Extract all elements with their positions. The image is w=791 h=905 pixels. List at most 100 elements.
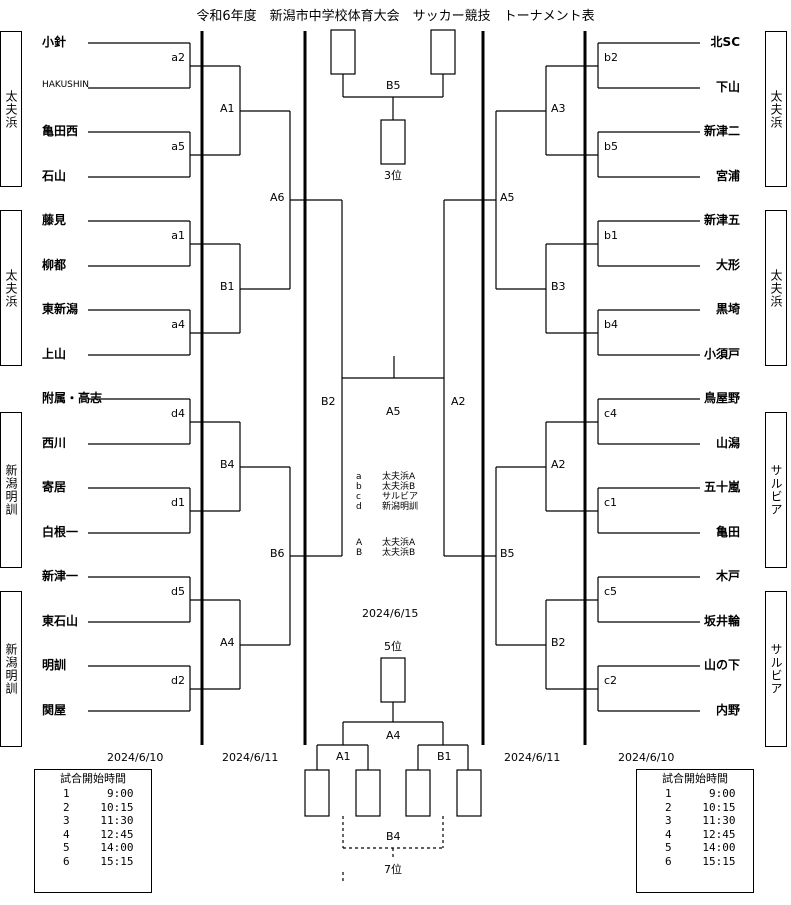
match-label-right: A3 [551, 102, 566, 115]
schedule-box-right: 試合開始時間 1 9:00 2 10:15 3 11:30 4 12:45 5 … [636, 769, 754, 893]
team-name-right: 木戸 [715, 569, 740, 583]
team-name-right: 新津五 [703, 213, 740, 227]
page-title: 令和6年度 新潟市中学校体育大会 サッカー競技 トーナメント表 [196, 9, 595, 24]
team-name-right: 小須戸 [703, 347, 740, 361]
schedule-row: 1 9:00 [63, 787, 134, 800]
date-finals: 2024/6/15 [362, 607, 419, 620]
fifth-qualifier-box [355, 769, 381, 817]
venue-right-4: サルビア [769, 643, 783, 695]
third-place-label: 3位 [384, 169, 402, 182]
team-name-right: 五十嵐 [703, 480, 740, 494]
venue-left-2-box: 太夫浜 [0, 210, 22, 366]
venue-right-1-box: 太夫浜 [765, 31, 787, 187]
match-label-right: c4 [604, 407, 618, 420]
schedule-row: 2 10:15 [63, 800, 134, 814]
match-label-left: d4 [171, 407, 185, 420]
team-name-left: 明訓 [42, 658, 67, 672]
third-place-box-left [330, 29, 356, 75]
team-name-left: 東新潟 [42, 302, 79, 316]
team-name-left: 上山 [42, 347, 67, 361]
match-label-left: A1 [220, 102, 235, 115]
team-name-left: 白根一 [42, 525, 79, 539]
team-name-right: 坂井輪 [703, 614, 740, 628]
team-name-right: 新津二 [703, 124, 740, 138]
schedule-row: 4 12:45 [665, 827, 736, 841]
match-label-right: B5 [500, 547, 515, 560]
seventh-place-label: 7位 [384, 863, 402, 876]
venue-right-3-box: サルビア [765, 412, 787, 568]
fifth-qualifier-box [304, 769, 330, 817]
schedule-row: 3 11:30 [665, 814, 736, 828]
team-name-left: 藤見 [42, 213, 67, 227]
team-name-left: 石山 [42, 169, 67, 183]
schedule-title: 試合開始時間 [662, 772, 728, 785]
date-left-round2: 2024/6/11 [222, 751, 279, 764]
team-name-left: 関屋 [42, 703, 67, 717]
team-name-right: 山の下 [703, 658, 740, 672]
venue-right-3: サルビア [769, 464, 783, 516]
schedule-row: 6 15:15 [665, 854, 736, 868]
match-label-left: a4 [171, 318, 185, 331]
schedule-row: 3 11:30 [63, 814, 134, 828]
schedule-row: 1 9:00 [665, 787, 736, 800]
date-left-round1: 2024/6/10 [107, 751, 164, 764]
team-name-left: 西川 [42, 436, 67, 450]
match-label-left: d1 [171, 496, 185, 509]
team-name-right: 山潟 [715, 436, 740, 450]
left-final-label: B2 [321, 395, 336, 408]
right-final-label: A2 [451, 395, 466, 408]
venue-right-4-box: サルビア [765, 591, 787, 747]
team-name-right: 北SC [710, 35, 740, 49]
third-place-box-right [430, 29, 456, 75]
schedule-box-left: 試合開始時間 1 9:00 2 10:15 3 11:30 4 12:45 5 … [34, 769, 152, 893]
match-label-right: B2 [551, 636, 566, 649]
match-label-right: c5 [604, 585, 618, 598]
fifth-place-winner-box [380, 657, 406, 703]
venue-right-2: 太夫浜 [769, 268, 783, 308]
team-name-left: 柳都 [42, 258, 67, 272]
team-name-right: 黒埼 [715, 302, 740, 316]
venue-left-4-box: 新潟明訓 [0, 591, 22, 747]
team-name-right: 下山 [715, 80, 740, 94]
venue-right-1: 太夫浜 [769, 89, 783, 129]
match-label-left: a2 [171, 51, 185, 64]
seventh-place-match: B4 [386, 830, 401, 843]
team-name-right: 亀田 [715, 525, 740, 539]
schedule-list: 1 9:00 2 10:15 3 11:30 4 12:45 5 14:00 6… [63, 787, 134, 869]
venue-left-4: 新潟明訓 [4, 643, 18, 695]
third-place-match: B5 [386, 79, 401, 92]
team-name-left: 新津一 [42, 569, 79, 583]
date-right-round2: 2024/6/11 [504, 751, 561, 764]
match-label-right: c1 [604, 496, 618, 509]
match-label-right: c2 [604, 674, 618, 687]
team-name-right: 宮浦 [715, 169, 740, 183]
fifth-qualifier-box [405, 769, 431, 817]
match-label-left: B1 [220, 280, 235, 293]
team-name-left: 東石山 [42, 614, 79, 628]
team-name-right: 内野 [715, 703, 740, 717]
match-label-left: a5 [171, 140, 185, 153]
match-label-left: A4 [220, 636, 235, 649]
match-label-left: A6 [270, 191, 285, 204]
fifth-left-match: A1 [336, 750, 351, 763]
schedule-row: 4 12:45 [63, 827, 134, 841]
team-name-left: 小針 [42, 35, 67, 49]
venue-left-3: 新潟明訓 [4, 464, 18, 516]
fifth-place-match: A4 [386, 729, 401, 742]
match-label-left: B6 [270, 547, 285, 560]
match-label-right: b4 [604, 318, 618, 331]
fifth-place-label: 5位 [384, 640, 402, 653]
team-name-right: 大形 [715, 258, 740, 272]
schedule-row: 5 14:00 [63, 841, 134, 855]
match-label-right: b1 [604, 229, 618, 242]
schedule-row: 2 10:15 [665, 800, 736, 814]
team-name-left: 寄居 [42, 480, 67, 494]
venue-left-1-box: 太夫浜 [0, 31, 22, 187]
match-label-right: B3 [551, 280, 566, 293]
